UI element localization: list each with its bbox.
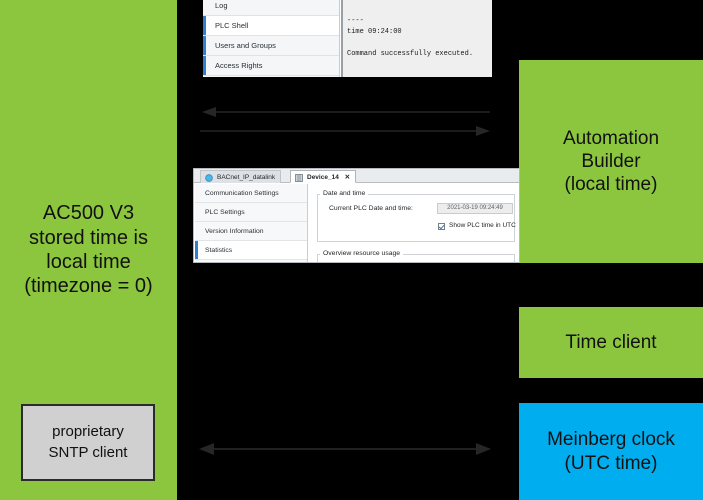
- plc-shell-sidebar: Log PLC Shell Users and Groups Access Ri…: [203, 0, 340, 77]
- automation-builder-label: Automation Builder (local time): [562, 127, 660, 196]
- meinberg-clock-block: Meinberg clock (UTC time): [519, 403, 703, 500]
- current-plc-datetime-value: 2021-03-19 09:24:49: [437, 203, 513, 214]
- show-plc-time-in-utc-checkbox[interactable]: [438, 223, 445, 230]
- sidebar-item-label: Access Rights: [215, 61, 263, 70]
- sidebar-item-label: Users and Groups: [215, 41, 276, 50]
- time-client-block: Time client: [519, 307, 703, 378]
- sidebar-item-access-rights[interactable]: Access Rights: [203, 56, 339, 76]
- ac500-plc-label: AC500 V3 stored time is local time (time…: [24, 202, 153, 298]
- tab-bacnet-ip-datalink[interactable]: BACnet_IP_datalink: [200, 170, 282, 183]
- date-and-time-group: [317, 194, 515, 242]
- device-editor-sidebar: Communication Settings PLC Settings Vers…: [195, 184, 308, 262]
- sidebar-item-label: Statistics: [205, 247, 233, 254]
- sidebar-item-label: Log: [215, 1, 228, 10]
- close-icon[interactable]: ✕: [344, 174, 351, 181]
- overview-resource-usage-title: Overview resource usage: [320, 250, 404, 257]
- sidebar-item-label: PLC Settings: [205, 209, 245, 216]
- sidebar-item-log[interactable]: Log: [203, 0, 339, 16]
- sidebar-item-label: PLC Shell: [215, 21, 249, 30]
- overview-resource-usage-group: [317, 254, 515, 262]
- tab-label: BACnet_IP_datalink: [217, 174, 276, 181]
- device-icon: [295, 174, 303, 182]
- sidebar-item-statistics[interactable]: Statistics: [195, 241, 307, 260]
- plc-shell-console-pane[interactable]: ---- time 09:24:00 Command successfully …: [341, 0, 492, 77]
- bacnet-datalink-icon: [205, 174, 213, 182]
- device-editor-body: Date and time Current PLC Date and time:…: [309, 184, 519, 262]
- automation-builder-block: Automation Builder (local time): [519, 60, 703, 263]
- device-editor-screenshot: BACnet_IP_datalink Device_14 ✕ Communica…: [193, 168, 520, 263]
- sidebar-item-plc-settings[interactable]: PLC Settings: [195, 203, 307, 222]
- tab-label: Device_14: [307, 174, 339, 181]
- arrow-right-pointing: [200, 124, 492, 138]
- sidebar-item-version-information[interactable]: Version Information: [195, 222, 307, 241]
- arrow-bidirectional: [198, 441, 492, 457]
- plc-shell-console-text: ---- time 09:24:00 Command successfully …: [347, 17, 474, 58]
- sidebar-item-users-and-groups[interactable]: Users and Groups: [203, 36, 339, 56]
- sntp-client-label: proprietary SNTP client: [48, 423, 128, 461]
- meinberg-clock-label: Meinberg clock (UTC time): [547, 429, 675, 474]
- date-and-time-group-title: Date and time: [320, 190, 369, 197]
- arrow-left-pointing: [200, 105, 490, 119]
- sidebar-item-communication-settings[interactable]: Communication Settings: [195, 184, 307, 203]
- sidebar-item-label: Communication Settings: [205, 190, 279, 197]
- tab-device-14[interactable]: Device_14 ✕: [290, 170, 357, 183]
- sidebar-item-label: Version Information: [205, 228, 264, 235]
- sntp-client-box: proprietary SNTP client: [21, 404, 155, 481]
- editor-tab-bar: BACnet_IP_datalink Device_14 ✕: [194, 169, 519, 183]
- time-client-label: Time client: [565, 331, 657, 353]
- sidebar-item-plc-shell[interactable]: PLC Shell: [203, 16, 339, 36]
- current-plc-datetime-label: Current PLC Date and time:: [329, 205, 413, 212]
- show-plc-time-in-utc-label: Show PLC time in UTC: [449, 222, 516, 229]
- plc-shell-screenshot: Log PLC Shell Users and Groups Access Ri…: [203, 0, 492, 77]
